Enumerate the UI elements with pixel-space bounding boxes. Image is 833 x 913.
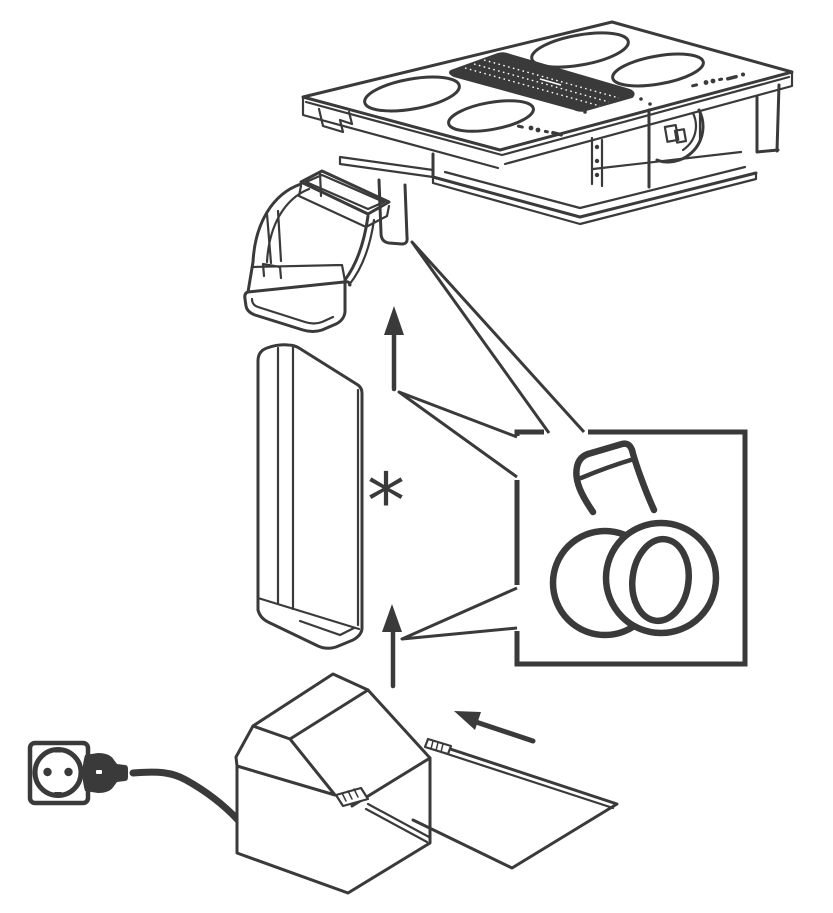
cooktop-left-bracket [317,107,354,134]
tape-strip-left-edge [573,450,597,516]
fan-scroll [655,108,705,164]
mains-plug-and-socket [27,740,242,824]
socket-pin-hole [43,767,52,777]
flat-duct-elbow [243,169,391,333]
up-arrow-elbow [384,306,404,392]
pointer-to-cooktop-elbow-joint [410,240,586,434]
blower-housing [234,672,432,895]
adhesive-tape-roll-icon [549,440,720,639]
filter-panel [411,711,619,870]
control-marks-front [516,97,652,137]
callout-box [514,429,748,667]
filter-slot [334,786,370,808]
blower-box [234,672,432,895]
socket-pin-hole [64,767,73,777]
duct-body [256,343,364,650]
cooktop-rim [301,70,794,170]
filter-grip-hatch [423,737,453,756]
cooktop-outlet-stub [377,178,409,246]
cooktop-with-downdraft-extractor [301,20,794,246]
tape-detail-callout [397,240,748,667]
control-marks-right [691,72,745,88]
pointer-to-elbow-duct-joint [397,390,518,479]
asterisk-marker: * [367,456,405,545]
up-arrow-duct [382,604,402,689]
assembly-arrows [382,306,404,689]
cooktop-glass-thickness [304,75,791,157]
elbow-outlet-opening [299,169,391,216]
insert-arrow-filter-panel [454,711,536,744]
flat-duct-straight-section [256,343,364,650]
tape-strip-right-edge [628,446,658,514]
downdraft-grille [449,52,635,112]
hinge-strip [590,136,604,188]
elbow-bottom-flange [243,281,347,333]
power-cable [129,768,242,824]
pointer-to-duct-blower-joint [400,586,518,641]
hose-clamp [663,123,680,143]
burner-rings [363,31,705,133]
cooktop-chassis [338,83,781,246]
power-plug-icon [82,753,128,793]
